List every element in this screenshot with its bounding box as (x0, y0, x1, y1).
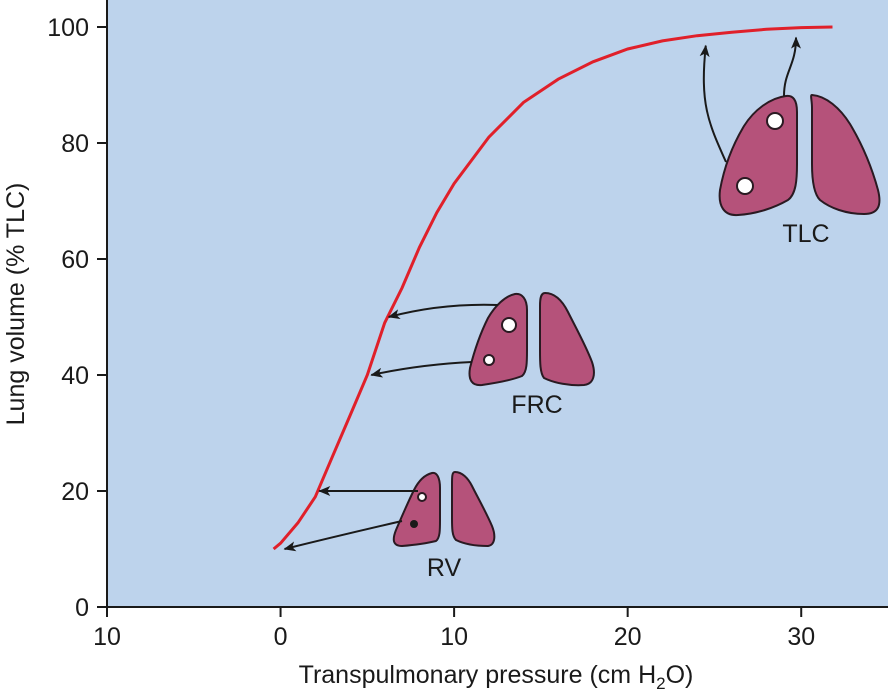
x-axis-title-main: Transpulmonary pressure (cm H (299, 661, 657, 689)
frc-right-lung-icon (539, 291, 595, 387)
pressure-volume-curve (272, 25, 833, 551)
x-tick-label: 10 (93, 623, 121, 651)
tlc-right-lung-icon (810, 93, 881, 216)
rv-arrow-lower (283, 520, 403, 552)
tlc-arrow-left (699, 44, 727, 163)
frc-label: FRC (511, 391, 562, 419)
frc-arrow-upper (387, 303, 499, 320)
rv-lungs-icon: RV (392, 470, 496, 582)
frc-lungs-icon: FRC (468, 291, 595, 419)
x-tick-label: 30 (787, 623, 815, 651)
rv-right-lung-icon (451, 470, 496, 548)
x-tick-label: 20 (614, 623, 642, 651)
frc-small-alveolus-icon (483, 354, 495, 366)
rv-open-alveolus-icon (417, 492, 427, 502)
y-tick-label: 20 (61, 478, 89, 506)
y-axis-title: Lung volume (% TLC) (2, 183, 30, 426)
tlc-upper-alveolus-icon (766, 112, 784, 130)
x-axis-title-end: O) (666, 661, 694, 689)
frc-arrow-lower (370, 361, 473, 378)
x-axis-title: Transpulmonary pressure (cm H2O) (299, 661, 694, 693)
x-axis-title-subscript: 2 (656, 674, 665, 693)
tlc-label: TLC (782, 220, 829, 248)
y-tick-label: 0 (75, 594, 89, 622)
y-tick-label: 40 (61, 362, 89, 390)
x-tick-label: 10 (440, 623, 468, 651)
frc-large-alveolus-icon (501, 317, 517, 333)
tlc-lower-alveolus-icon (736, 177, 754, 195)
rv-label: RV (427, 554, 462, 582)
rv-closed-alveolus-icon (410, 520, 418, 528)
tlc-lungs-icon: TLC (718, 93, 881, 248)
tlc-arrow-right (783, 36, 802, 97)
y-tick-label: 60 (61, 246, 89, 274)
y-tick-label: 80 (61, 130, 89, 158)
y-tick-label: 100 (47, 14, 89, 42)
x-tick-label: 0 (274, 623, 288, 651)
